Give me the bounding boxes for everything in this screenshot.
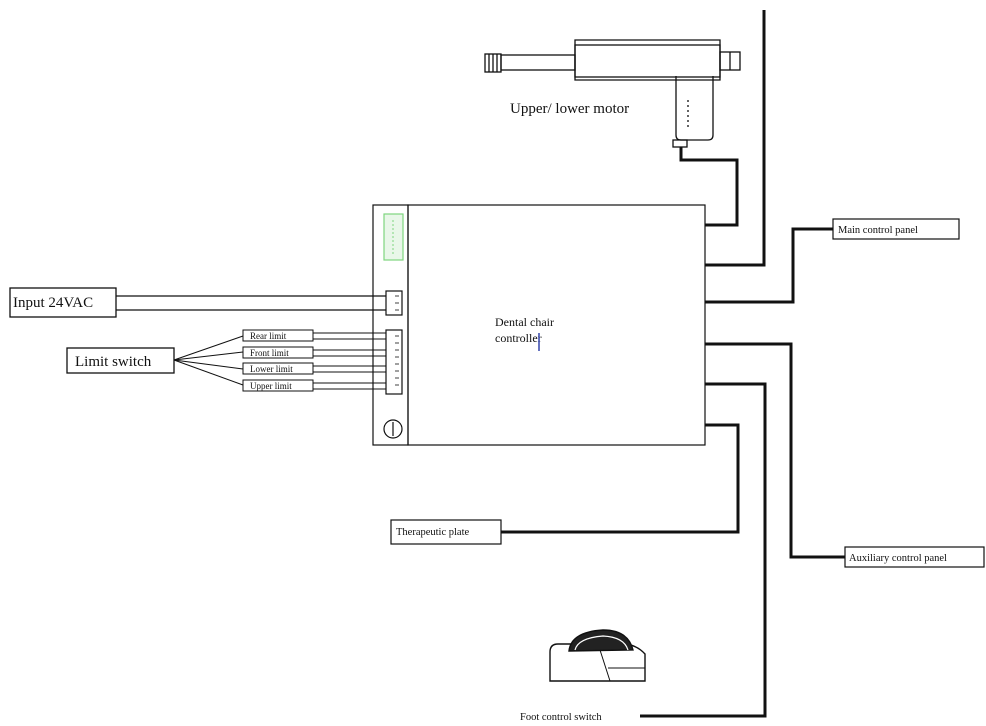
motor-wire [679,147,739,227]
upper-limit-box [242,379,314,392]
controller-label-line1: Dental chair [495,315,554,329]
input-label: Input 24VAC [13,295,93,311]
main-control-panel-box [832,218,960,240]
lower-limit-label: Lower limit [250,364,293,374]
foot-control-switch-label: Foot control switch [520,712,602,723]
main-panel-wire [705,227,833,304]
input-connector [385,290,403,316]
auxiliary-control-panel-box [844,546,985,568]
lower-limit-box [242,362,314,375]
foot-wire [640,382,767,718]
foot-switch-icon [549,629,646,682]
auxiliary-control-panel-label: Auxiliary control panel [849,553,947,564]
plate-wire [501,423,740,534]
therapeutic-plate-box [390,519,502,545]
rear-limit-label: Rear limit [250,331,287,341]
controller-label-line2: controller [495,331,542,345]
motor-label: Upper/ lower motor [510,101,629,117]
limit-connector [385,329,403,395]
power-symbol-icon [383,419,403,439]
limit-switch-label: Limit switch [75,354,152,370]
controller-body [407,204,706,446]
motor-icon [484,39,741,148]
top-wire [705,10,766,267]
front-limit-box [242,346,314,359]
therapeutic-plate-label: Therapeutic plate [396,527,470,538]
controller-unit [372,204,706,446]
input-box [9,287,117,318]
main-control-panel-label: Main control panel [838,225,918,236]
front-limit-label: Front limit [250,348,289,358]
aux-panel-wire [705,342,845,559]
upper-limit-label: Upper limit [250,381,292,391]
rear-limit-box [242,329,314,342]
